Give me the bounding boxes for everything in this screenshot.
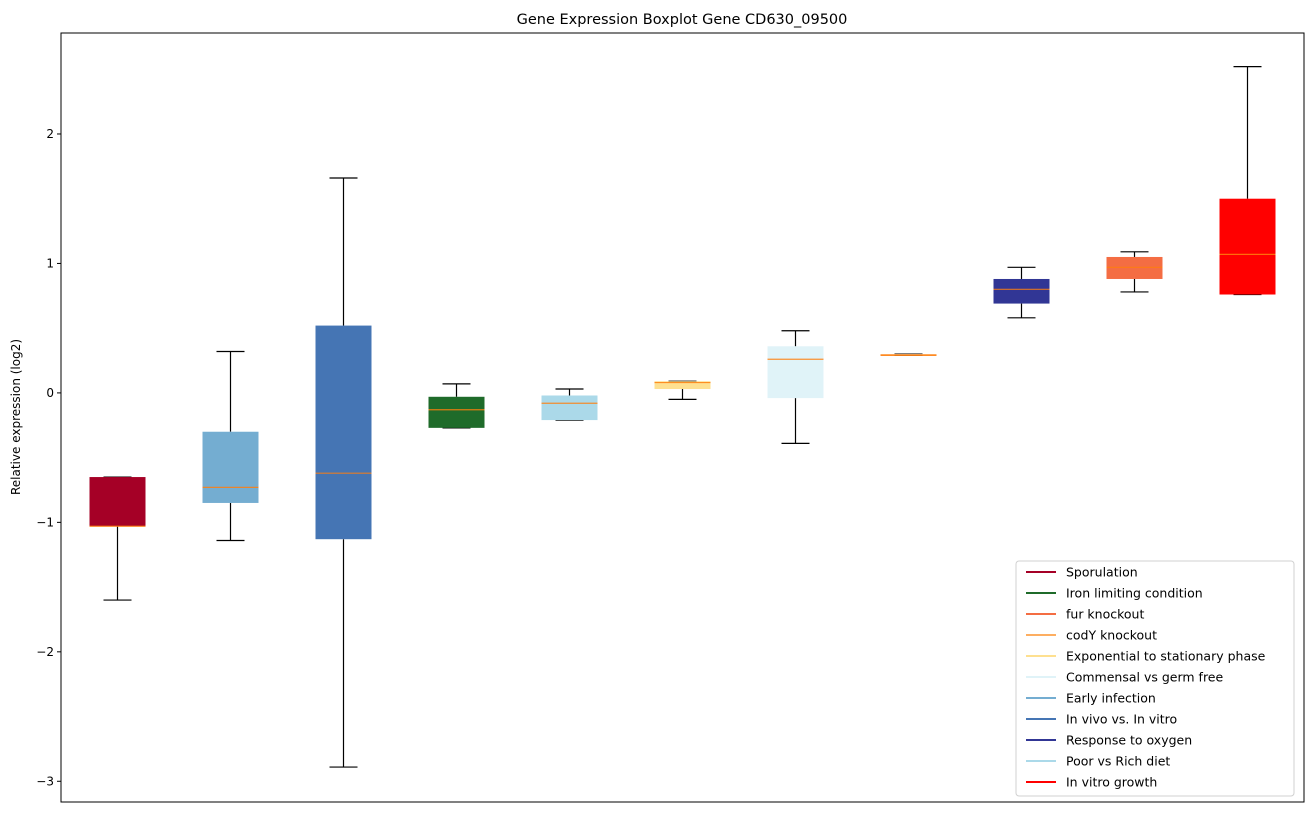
box-iron-limiting-condition	[428, 383, 485, 429]
box-fur-knockout	[1106, 251, 1163, 293]
box-sporulation	[89, 476, 146, 601]
y-tick-label: 2	[46, 127, 54, 141]
y-axis-label: Relative expression (log2)	[9, 339, 23, 495]
legend-item: Early infection	[1026, 691, 1156, 706]
legend-label: Commensal vs germ free	[1066, 670, 1223, 685]
legend-label: Exponential to stationary phase	[1066, 649, 1266, 664]
chart-title: Gene Expression Boxplot Gene CD630_09500	[517, 12, 848, 28]
y-tick-label: 1	[46, 256, 54, 270]
plot-frame	[60, 32, 1305, 803]
legend-label: Sporulation	[1066, 565, 1138, 580]
box-exponential-to-stationary-phase	[654, 380, 711, 400]
box-body	[202, 431, 259, 503]
box-cody-knockout	[880, 353, 937, 356]
legend-label: Response to oxygen	[1066, 733, 1192, 748]
legend-item: In vitro growth	[1026, 775, 1157, 790]
legend-item: Commensal vs germ free	[1026, 670, 1223, 685]
legend-item: Poor vs Rich diet	[1026, 754, 1170, 769]
legend-label: In vitro growth	[1066, 775, 1157, 790]
box-body	[993, 278, 1050, 304]
legend-label: Early infection	[1066, 691, 1156, 706]
legend-item: In vivo vs. In vitro	[1026, 712, 1177, 727]
box-early-infection	[202, 350, 259, 542]
legend-label: Poor vs Rich diet	[1066, 754, 1170, 769]
legend-item: Response to oxygen	[1026, 733, 1192, 748]
box-in-vivo-vs-in-vitro	[315, 177, 372, 768]
box-body	[767, 346, 824, 399]
box-poor-vs-rich-diet	[541, 388, 598, 421]
box-body	[1219, 198, 1276, 295]
box-body	[315, 325, 372, 540]
legend-label: Iron limiting condition	[1066, 586, 1203, 601]
box-body	[428, 396, 485, 428]
box-commensal-vs-germ-free	[767, 330, 824, 444]
legend-label: fur knockout	[1066, 607, 1144, 622]
box-body	[1106, 256, 1163, 279]
box-body	[541, 395, 598, 421]
legend-item: codY knockout	[1026, 628, 1157, 643]
y-tick-label: −1	[36, 515, 54, 529]
box-in-vitro-growth	[1219, 66, 1276, 296]
y-tick-label: −3	[36, 774, 54, 788]
legend-label: codY knockout	[1066, 628, 1157, 643]
legend-item: Iron limiting condition	[1026, 586, 1203, 601]
legend-frame	[1015, 560, 1295, 797]
box-body	[89, 477, 146, 527]
y-tick-label: 0	[46, 386, 54, 400]
legend-item: Exponential to stationary phase	[1026, 649, 1266, 664]
legend-label: In vivo vs. In vitro	[1066, 712, 1177, 727]
y-tick-label: −2	[36, 645, 54, 659]
legend-item: Sporulation	[1026, 565, 1138, 580]
legend-item: fur knockout	[1026, 607, 1144, 622]
box-response-to-oxygen	[993, 266, 1050, 319]
box-body	[654, 381, 711, 390]
